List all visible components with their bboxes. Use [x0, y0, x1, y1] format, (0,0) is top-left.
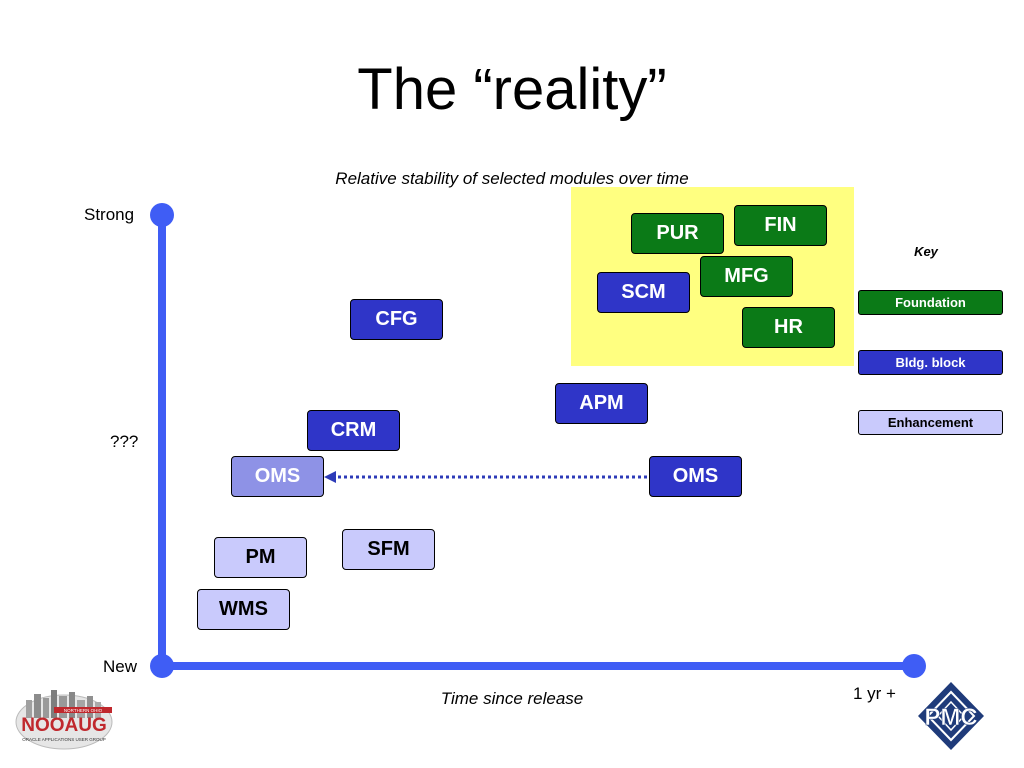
module-pm: PM: [214, 537, 307, 578]
x-axis-end-dot: [902, 654, 926, 678]
y-axis-bottom-label: New: [103, 657, 138, 676]
x-axis-end-label: 1 yr +: [853, 684, 896, 703]
module-oms-new: OMS: [649, 456, 742, 497]
arrow-head: [324, 471, 336, 483]
module-cfg: CFG: [350, 299, 443, 340]
key-enhancement: Enhancement: [858, 410, 1003, 435]
chart-subtitle: Relative stability of selected modules o…: [335, 169, 689, 188]
slide-title: The “reality”: [357, 57, 667, 122]
pmc-logo: PMC: [918, 682, 984, 750]
module-wms: WMS: [197, 589, 290, 630]
y-axis-top-label: Strong: [84, 205, 135, 224]
origin-dot: [150, 654, 174, 678]
svg-text:PMC: PMC: [924, 704, 977, 731]
module-apm: APM: [555, 383, 648, 424]
y-axis-top-dot: [150, 203, 174, 227]
key-foundation: Foundation: [858, 290, 1003, 315]
x-axis-title: Time since release: [440, 689, 584, 708]
module-mfg: MFG: [700, 256, 793, 297]
module-scm: SCM: [597, 272, 690, 313]
module-sfm: SFM: [342, 529, 435, 570]
svg-text:ORACLE APPLICATIONS USER GROUP: ORACLE APPLICATIONS USER GROUP: [22, 737, 105, 742]
module-pur: PUR: [631, 213, 724, 254]
module-oms-old: OMS: [231, 456, 324, 497]
svg-text:NORTHERN OHIO: NORTHERN OHIO: [64, 708, 103, 713]
key-title: Key: [914, 244, 938, 259]
key-bldg-block: Bldg. block: [858, 350, 1003, 375]
svg-text:NOOAUG: NOOAUG: [21, 715, 107, 736]
y-axis-middle-label: ???: [110, 432, 139, 451]
noaug-logo: NORTHERN OHIO NOOAUG ORACLE APPLICATIONS…: [15, 690, 113, 750]
module-hr: HR: [742, 307, 835, 348]
module-crm: CRM: [307, 410, 400, 451]
module-fin: FIN: [734, 205, 827, 246]
